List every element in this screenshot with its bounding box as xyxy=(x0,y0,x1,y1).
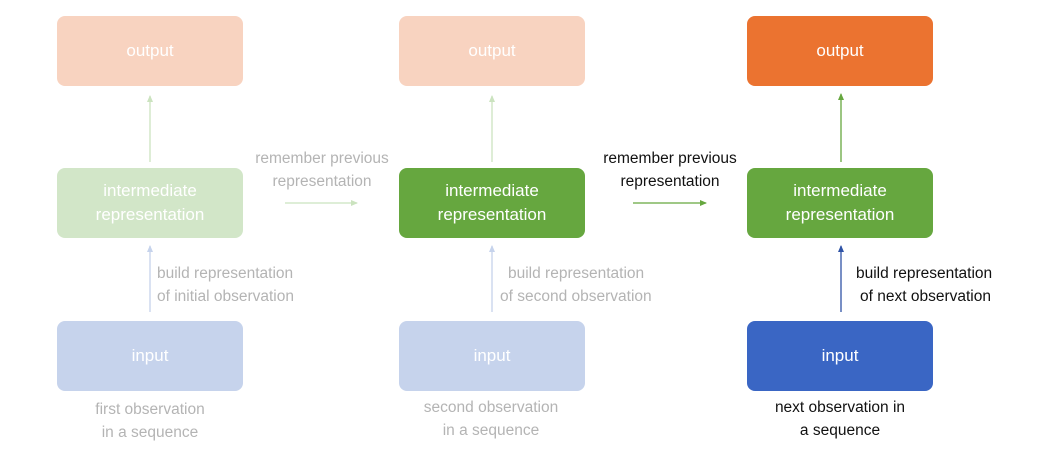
input-box-1: input xyxy=(57,321,243,391)
output-box-3: output xyxy=(747,16,933,86)
observation-label-3: next observation in a sequence xyxy=(774,399,906,439)
transition-label-2: remember previous representation xyxy=(603,150,737,190)
input-box-2: input xyxy=(399,321,585,391)
output-box-1: output xyxy=(57,16,243,86)
output-box-2: output xyxy=(399,16,585,86)
observation-label-1: first observation in a sequence xyxy=(95,401,205,441)
build-label-1: build representation of initial observat… xyxy=(157,265,294,305)
transition-label-1: remember previous representation xyxy=(255,150,389,190)
observation-label-2: second observation in a sequence xyxy=(423,399,559,439)
intermediate-box-2: intermediate representation xyxy=(399,168,585,238)
intermediate-box-1: intermediate representation xyxy=(57,168,243,238)
build-label-2: build representation of second observati… xyxy=(500,265,652,305)
input-box-3: input xyxy=(747,321,933,391)
build-label-3: build representation of next observation xyxy=(856,265,993,305)
intermediate-box-3: intermediate representation xyxy=(747,168,933,238)
